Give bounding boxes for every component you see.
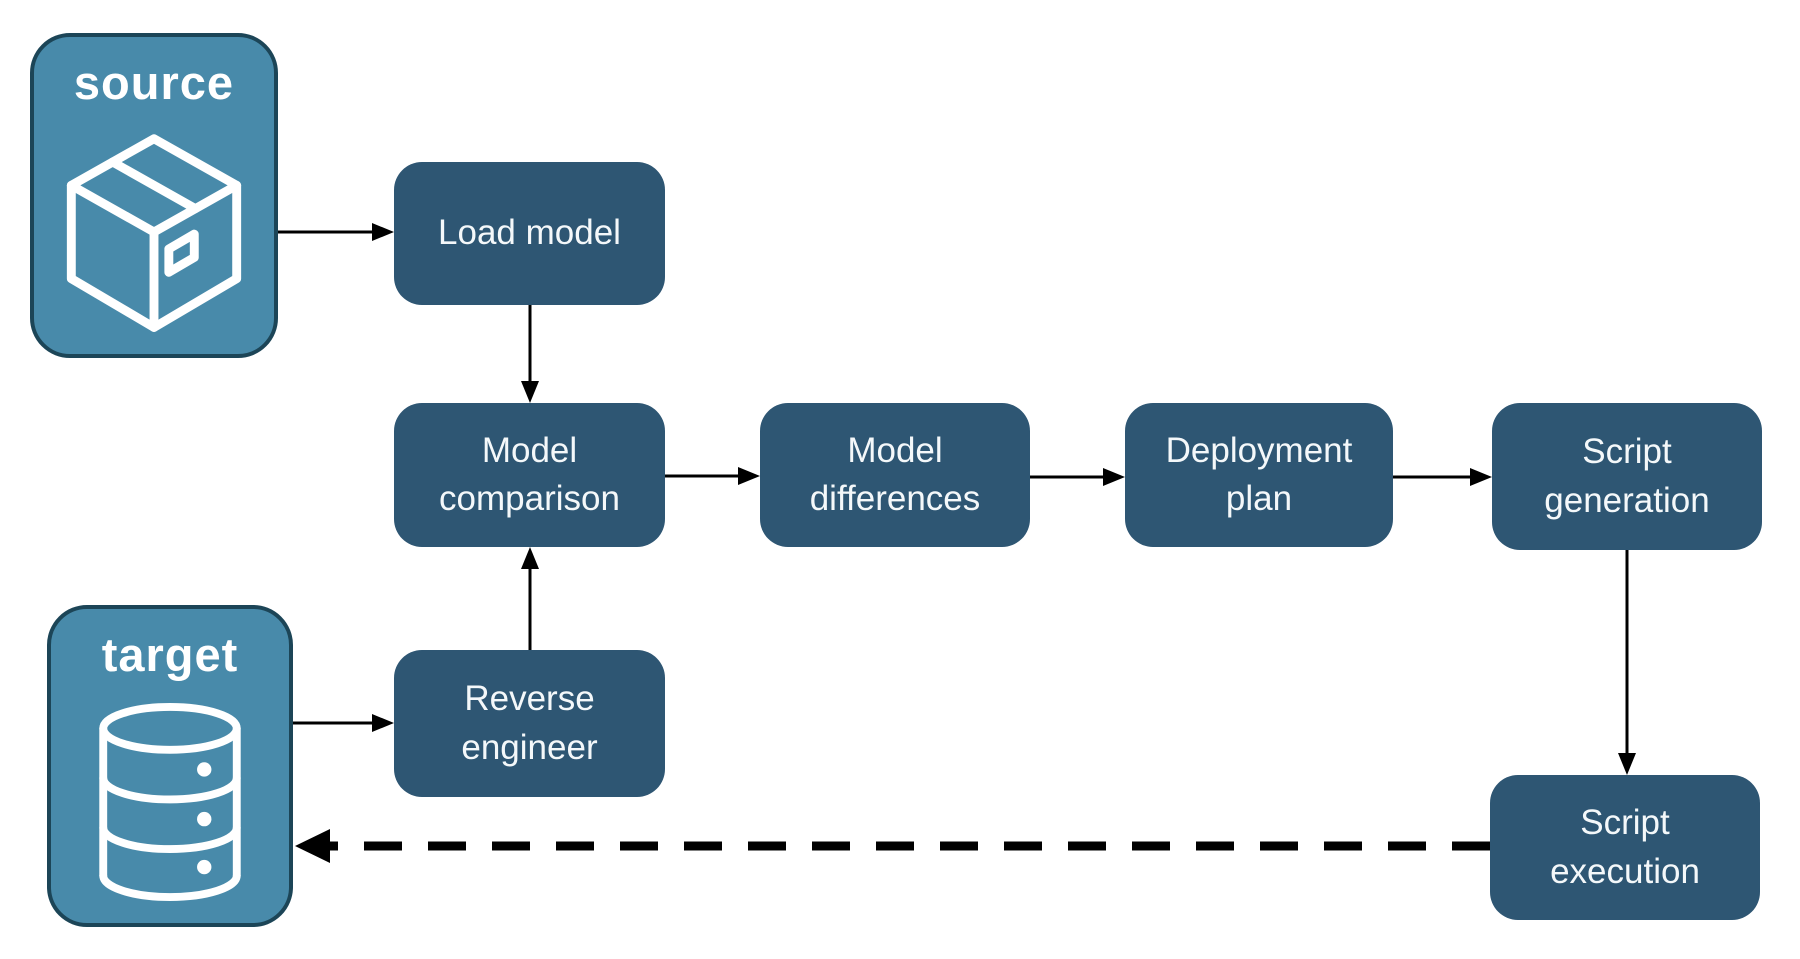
package-icon: [66, 134, 242, 332]
arrow-reverse-engineer-to-model-comparison: [521, 547, 539, 650]
source-label: source: [73, 56, 235, 109]
endpoint-source: source: [30, 33, 278, 358]
node-label: Reverse engineer: [461, 679, 598, 767]
arrow-model-comparison-to-model-differences: [665, 467, 760, 485]
node-label: Model differences: [809, 430, 981, 518]
node-label: Load model: [438, 213, 621, 253]
target-label: target: [101, 628, 239, 681]
arrow-load-model-to-model-comparison: [521, 305, 539, 403]
node-script-execution: Script execution: [1490, 775, 1760, 920]
node-label: Model comparison: [439, 430, 620, 518]
arrow-script-execution-to-target-dashed: [295, 829, 1490, 863]
arrow-script-generation-to-script-execution: [1618, 550, 1636, 775]
arrow-model-differences-to-deployment-plan: [1030, 468, 1125, 486]
node-script-generation: Script generation: [1492, 403, 1762, 550]
node-label: Script generation: [1544, 432, 1710, 520]
node-model-comparison: Model comparison: [394, 403, 665, 547]
node-label: Script execution: [1550, 803, 1700, 891]
node-label: Deployment plan: [1165, 430, 1353, 518]
node-model-differences: Model differences: [760, 403, 1030, 547]
arrow-deployment-plan-to-script-generation: [1393, 468, 1492, 486]
arrow-source-to-load-model: [278, 223, 394, 241]
node-reverse-engineer: Reverse engineer: [394, 650, 665, 797]
endpoint-target: target: [47, 605, 293, 927]
node-load-model: Load model: [394, 162, 665, 305]
node-deployment-plan: Deployment plan: [1125, 403, 1393, 547]
database-icon: [99, 703, 241, 901]
arrow-target-to-reverse-engineer: [293, 714, 394, 732]
